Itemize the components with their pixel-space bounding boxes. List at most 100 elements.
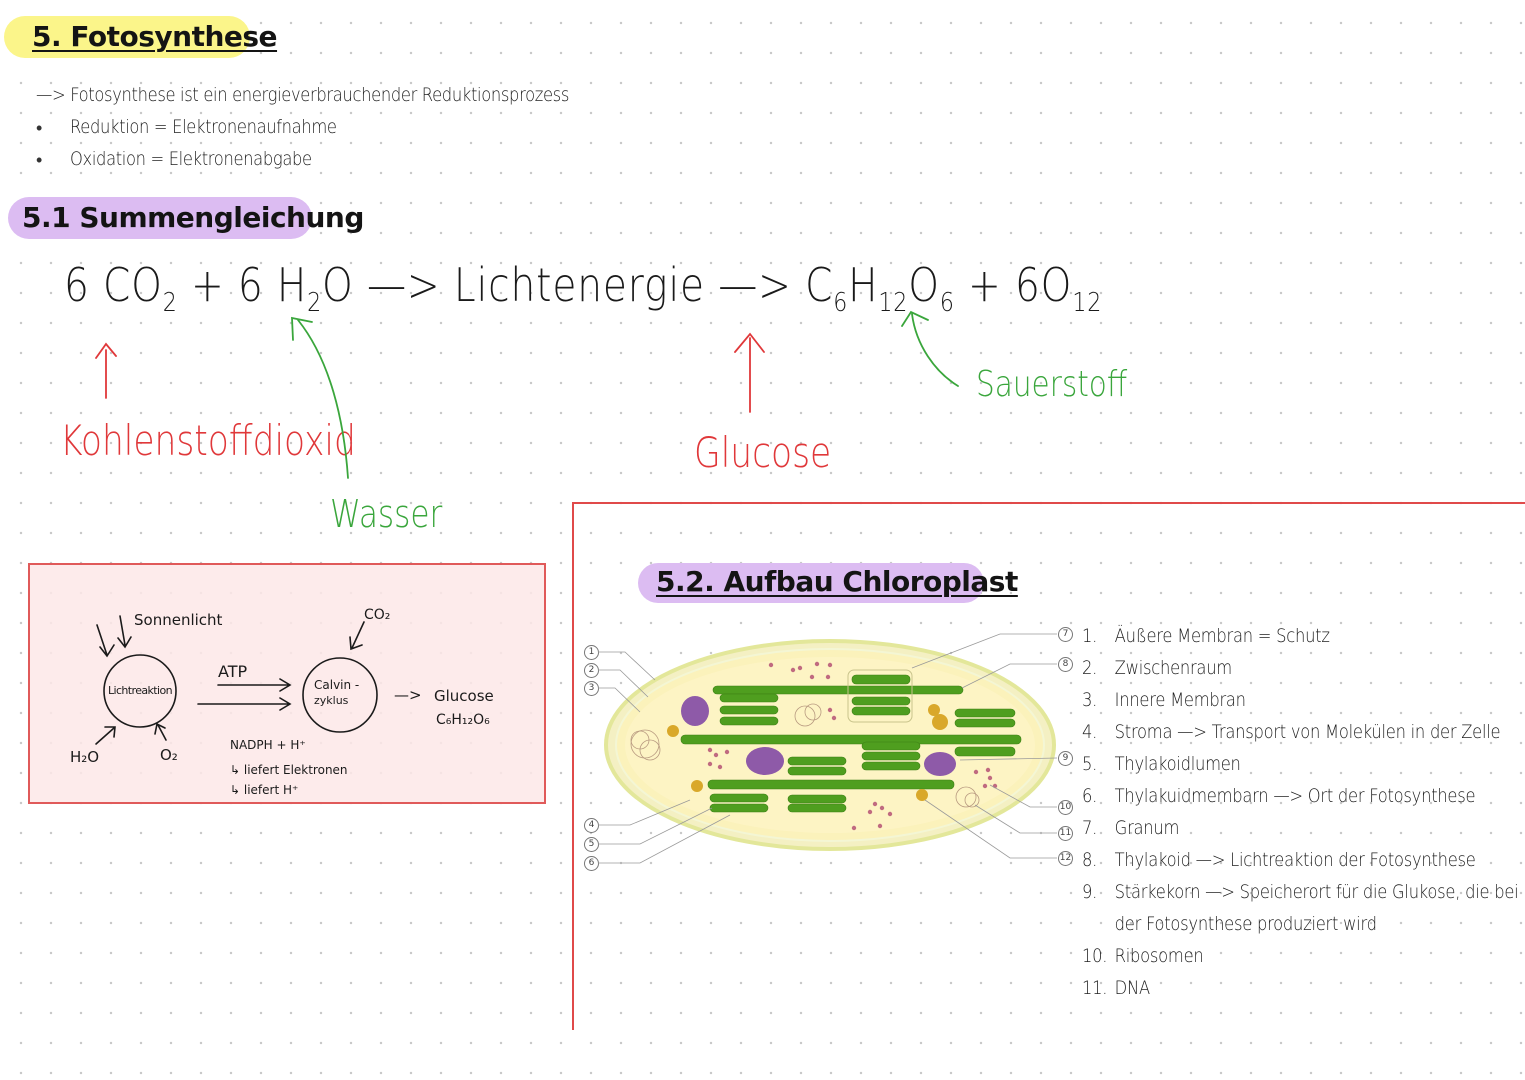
leader-line xyxy=(598,807,713,845)
callout-leader-lines xyxy=(598,633,1058,864)
legend-text: Granum xyxy=(1114,817,1180,839)
ribosome xyxy=(814,661,820,667)
legend-number: 4. xyxy=(1082,721,1098,743)
ribosome xyxy=(877,823,883,829)
ribosome xyxy=(707,761,713,767)
thylakoid xyxy=(787,794,847,804)
lipid-droplet xyxy=(691,780,703,792)
ribosome xyxy=(825,674,831,680)
callout-marker: 4 xyxy=(584,818,599,833)
ribosome xyxy=(827,662,833,668)
legend-item: 3. Innere Membran xyxy=(1082,689,1246,711)
bullet-reduktion: Reduktion = Elektronenaufnahme xyxy=(70,116,337,138)
ribosome xyxy=(707,747,713,753)
light-reaction-label: Lichtreaktion xyxy=(108,684,173,697)
leader-line xyxy=(598,814,731,864)
legend-number: 3. xyxy=(1082,689,1098,711)
label-sauerstoff: Sauerstoff xyxy=(976,364,1128,405)
ribosome xyxy=(973,769,979,775)
nadph-label: NADPH + H⁺ xyxy=(230,738,306,752)
leader-line xyxy=(989,784,1057,808)
legend-text: der Fotosynthese produziert wird xyxy=(1114,913,1377,935)
dna-loops xyxy=(630,703,980,808)
thylakoid xyxy=(851,674,911,685)
ribosome xyxy=(831,715,837,721)
legend-number: 10. xyxy=(1082,945,1108,967)
thylakoid-stacks xyxy=(680,674,1022,813)
starch-grain xyxy=(746,747,784,775)
inner-membrane xyxy=(615,648,1045,842)
section-51-highlight: 5.1 Summengleichung xyxy=(8,197,364,239)
ribosome xyxy=(985,767,991,773)
o2-output-label: O₂ xyxy=(160,746,178,764)
lipid-droplet xyxy=(916,789,928,801)
callout-marker: 3 xyxy=(584,681,599,696)
leader-line xyxy=(961,663,1057,689)
arrow-to-oxygen xyxy=(901,310,959,387)
legend-text: Ribosomen xyxy=(1114,945,1204,967)
thylakoid xyxy=(954,718,1016,728)
ribosome xyxy=(992,783,998,789)
leader-line xyxy=(598,799,691,826)
eq-reactant-h2o: 6 H2O xyxy=(237,258,354,319)
eq-plus: + xyxy=(190,258,225,312)
stroma xyxy=(625,657,1035,833)
eq-product-oxygen: 6O12 xyxy=(1014,258,1103,319)
thylakoid xyxy=(719,716,779,726)
chloroplast-illustration xyxy=(598,633,1058,864)
ribosome xyxy=(809,674,815,680)
legend-item: 5.Thylakoidlumen xyxy=(1082,753,1241,775)
leader-line xyxy=(911,633,1057,669)
legend-text: Stärkekorn —> Speicherort für die Glukos… xyxy=(1114,881,1519,903)
ribosome xyxy=(887,811,893,817)
thylakoid xyxy=(861,761,921,771)
h2o-input-label: H₂O xyxy=(70,748,100,766)
leader-line xyxy=(959,757,1058,761)
calvin-label-1: Calvin - xyxy=(314,678,360,692)
nadph-note-electrons: ↳ liefert Elektronen xyxy=(230,763,348,777)
callout-marker: 5 xyxy=(584,837,599,852)
lipid-droplet xyxy=(928,704,940,716)
eq-arrow: —> xyxy=(366,258,441,312)
legend-item: 11.DNA xyxy=(1082,977,1150,999)
thylakoid xyxy=(787,756,847,766)
legend-item: 10. Ribosomen xyxy=(1082,945,1204,967)
sunlight-label: Sonnenlicht xyxy=(134,611,223,629)
glucose-formula: C₆H₁₂O₆ xyxy=(436,712,490,728)
ribosome xyxy=(724,749,730,755)
thylakoid xyxy=(719,705,779,715)
main-title-highlight: 5. Fotosynthese xyxy=(4,16,278,58)
label-wasser: Wasser xyxy=(330,492,443,536)
thylakoid xyxy=(707,779,955,790)
intro-line: —> Fotosynthese ist ein energieverbrauch… xyxy=(36,84,570,106)
ribosome xyxy=(879,805,885,811)
eq-reactant-co2: 6 CO2 xyxy=(64,258,178,319)
ribosome xyxy=(867,809,873,815)
leader-line xyxy=(974,804,1057,834)
legend-text: Thylakoidlumen xyxy=(1114,753,1241,775)
thylakoid xyxy=(709,793,769,803)
legend-text: Innere Membran xyxy=(1114,689,1246,711)
thylakoid xyxy=(719,693,779,703)
thylakoid xyxy=(787,803,847,813)
legend-text: Zwischenraum xyxy=(1114,657,1233,679)
callout-marker: 2 xyxy=(584,663,599,678)
callout-marker: 10 xyxy=(1058,800,1073,815)
thylakoid xyxy=(787,766,847,776)
leader-line xyxy=(924,799,1057,859)
lipid-droplet xyxy=(932,714,948,730)
starch-grain xyxy=(681,696,709,726)
atp-label: ATP xyxy=(218,662,248,681)
section-51-title: 5.1 Summengleichung xyxy=(22,201,364,234)
ribosome xyxy=(797,665,803,671)
ribosome xyxy=(717,764,723,770)
leader-line xyxy=(598,651,656,681)
legend-item: 2.Zwischenraum xyxy=(1082,657,1232,679)
legend-item: der Fotosynthese produziert wird xyxy=(1082,913,1377,935)
thylakoid xyxy=(861,741,921,751)
leader-line xyxy=(598,669,649,698)
thylakoid xyxy=(712,685,964,695)
callout-marker: 1 xyxy=(584,645,599,660)
thylakoid xyxy=(680,734,1022,745)
arrow-to-co2 xyxy=(95,342,117,399)
